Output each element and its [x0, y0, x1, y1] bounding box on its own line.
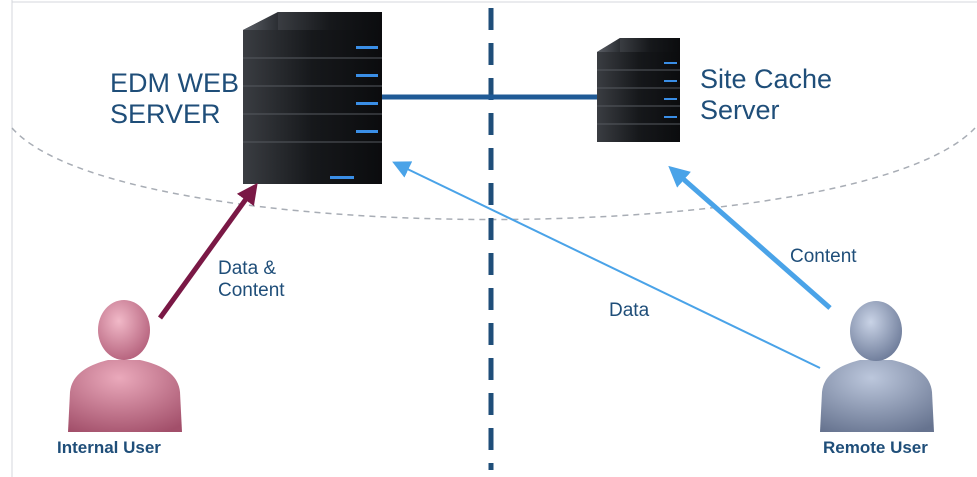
data-content-label-line1: Data & [218, 258, 277, 279]
web-server-label: EDM WEB SERVER [110, 68, 239, 130]
cache-server-label-line2: Server [700, 95, 780, 126]
remote-content-arrow [668, 165, 832, 310]
internal-user-label: Internal User [57, 438, 161, 457]
internal-user-icon [68, 300, 182, 432]
content-label: Content [790, 246, 857, 267]
cache-server-label-line1: Site Cache [700, 64, 833, 94]
data-label: Data [609, 300, 650, 321]
data-content-label: Data & Content [218, 258, 285, 302]
remote-data-arrow [392, 161, 821, 369]
web-server-icon [243, 12, 382, 184]
remote-user-icon [820, 301, 934, 432]
network-boundary [11, 127, 976, 221]
internal-data-content-arrow [157, 182, 258, 320]
cache-server-label: Site Cache Server [700, 64, 832, 126]
cache-server-icon [597, 38, 680, 142]
web-server-label-line2: SERVER [110, 99, 221, 130]
remote-user-label: Remote User [823, 438, 928, 457]
data-content-label-line2: Content [218, 279, 285, 301]
web-server-label-line1: EDM WEB [110, 68, 240, 98]
